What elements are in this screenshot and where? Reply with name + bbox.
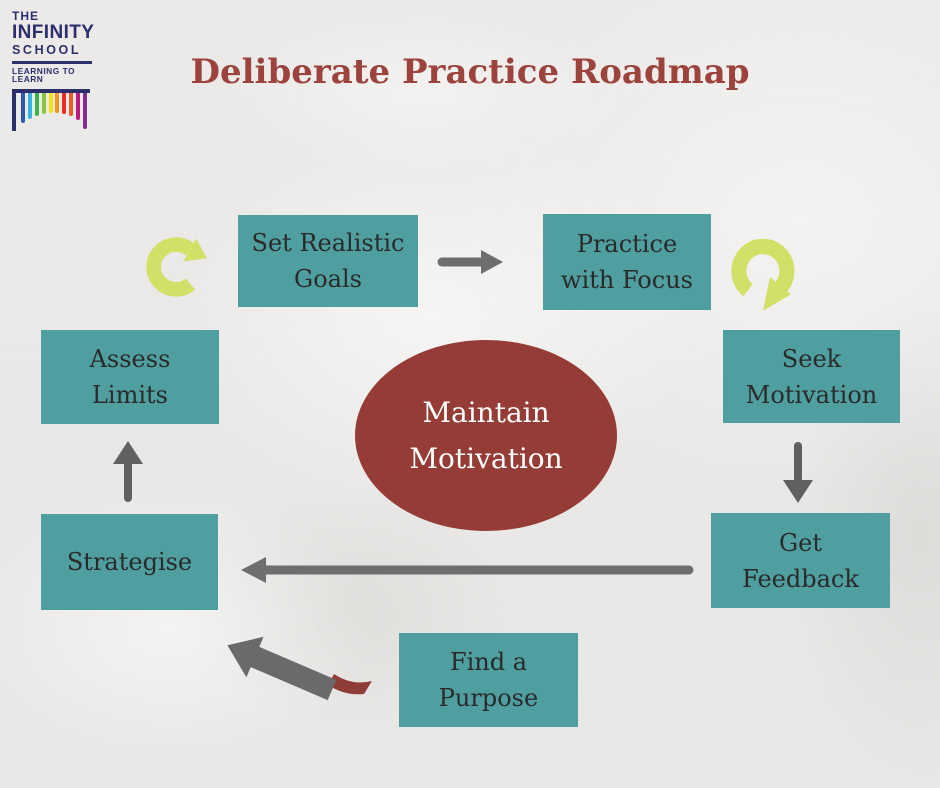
step-box-strategise: Strategise <box>41 514 218 610</box>
logo-bar <box>62 93 67 115</box>
step-label-assess-limits: Assess Limits <box>89 345 171 409</box>
logo-bars-icon <box>12 89 94 139</box>
step-label-get-feedback: Get Feedback <box>742 528 859 593</box>
step-label-find-a-purpose: Find a Purpose <box>438 648 539 712</box>
logo-bar <box>83 93 88 130</box>
logo-word-the: THE <box>12 9 39 23</box>
brush-accent-maroon <box>328 674 372 695</box>
logo-rainbow-bars <box>21 93 88 130</box>
step-label-seek-motivation: Seek Motivation <box>745 344 878 409</box>
step-box-find-a-purpose: Find a Purpose <box>399 633 578 727</box>
logo-bar <box>55 93 60 114</box>
arrow-up-left-big-icon <box>227 636 372 701</box>
logo-tagline: LEARNING TO LEARN <box>12 65 76 85</box>
step-label-set-realistic-goals: Set Realistic Goals <box>251 229 405 293</box>
center-label: Maintain Motivation <box>409 396 563 475</box>
logo-bar <box>21 93 25 124</box>
logo-bar <box>41 93 46 115</box>
arrow-left-long-icon <box>241 557 694 583</box>
page-title: Deliberate Practice Roadmap <box>190 52 750 92</box>
logo-bar <box>34 93 39 117</box>
center-ellipse-maintain-motivation: Maintain Motivation <box>355 340 617 531</box>
step-label-strategise: Strategise <box>66 548 193 576</box>
step-box-seek-motivation: Seek Motivation <box>723 330 900 423</box>
arrow-up-icon <box>113 441 143 502</box>
step-box-assess-limits: Assess Limits <box>41 330 219 424</box>
step-box-practice-with-focus: Practice with Focus <box>543 214 711 310</box>
infinity-school-logo: THE INFINITY SCHOOL LEARNING TO LEARN <box>12 10 98 139</box>
step-box-get-feedback: Get Feedback <box>711 513 890 608</box>
cycle-refresh-arrow-icon-right <box>731 239 795 311</box>
logo-bar <box>76 93 81 121</box>
logo-frame-top <box>12 89 90 94</box>
step-label-practice-with-focus: Practice with Focus <box>561 230 693 294</box>
logo-bar <box>69 93 74 117</box>
logo-word-infinity: INFINITY <box>12 21 95 43</box>
arrow-right-icon <box>437 250 503 274</box>
logo-bar <box>27 93 32 120</box>
step-box-set-realistic-goals: Set Realistic Goals <box>238 215 418 307</box>
cycle-refresh-arrow-icon-left <box>146 237 208 297</box>
logo-bar <box>48 93 53 114</box>
arrow-down-icon <box>783 442 813 503</box>
logo-word-school: SCHOOL <box>12 42 82 57</box>
logo-divider <box>12 60 92 64</box>
logo-frame-left <box>12 89 16 132</box>
